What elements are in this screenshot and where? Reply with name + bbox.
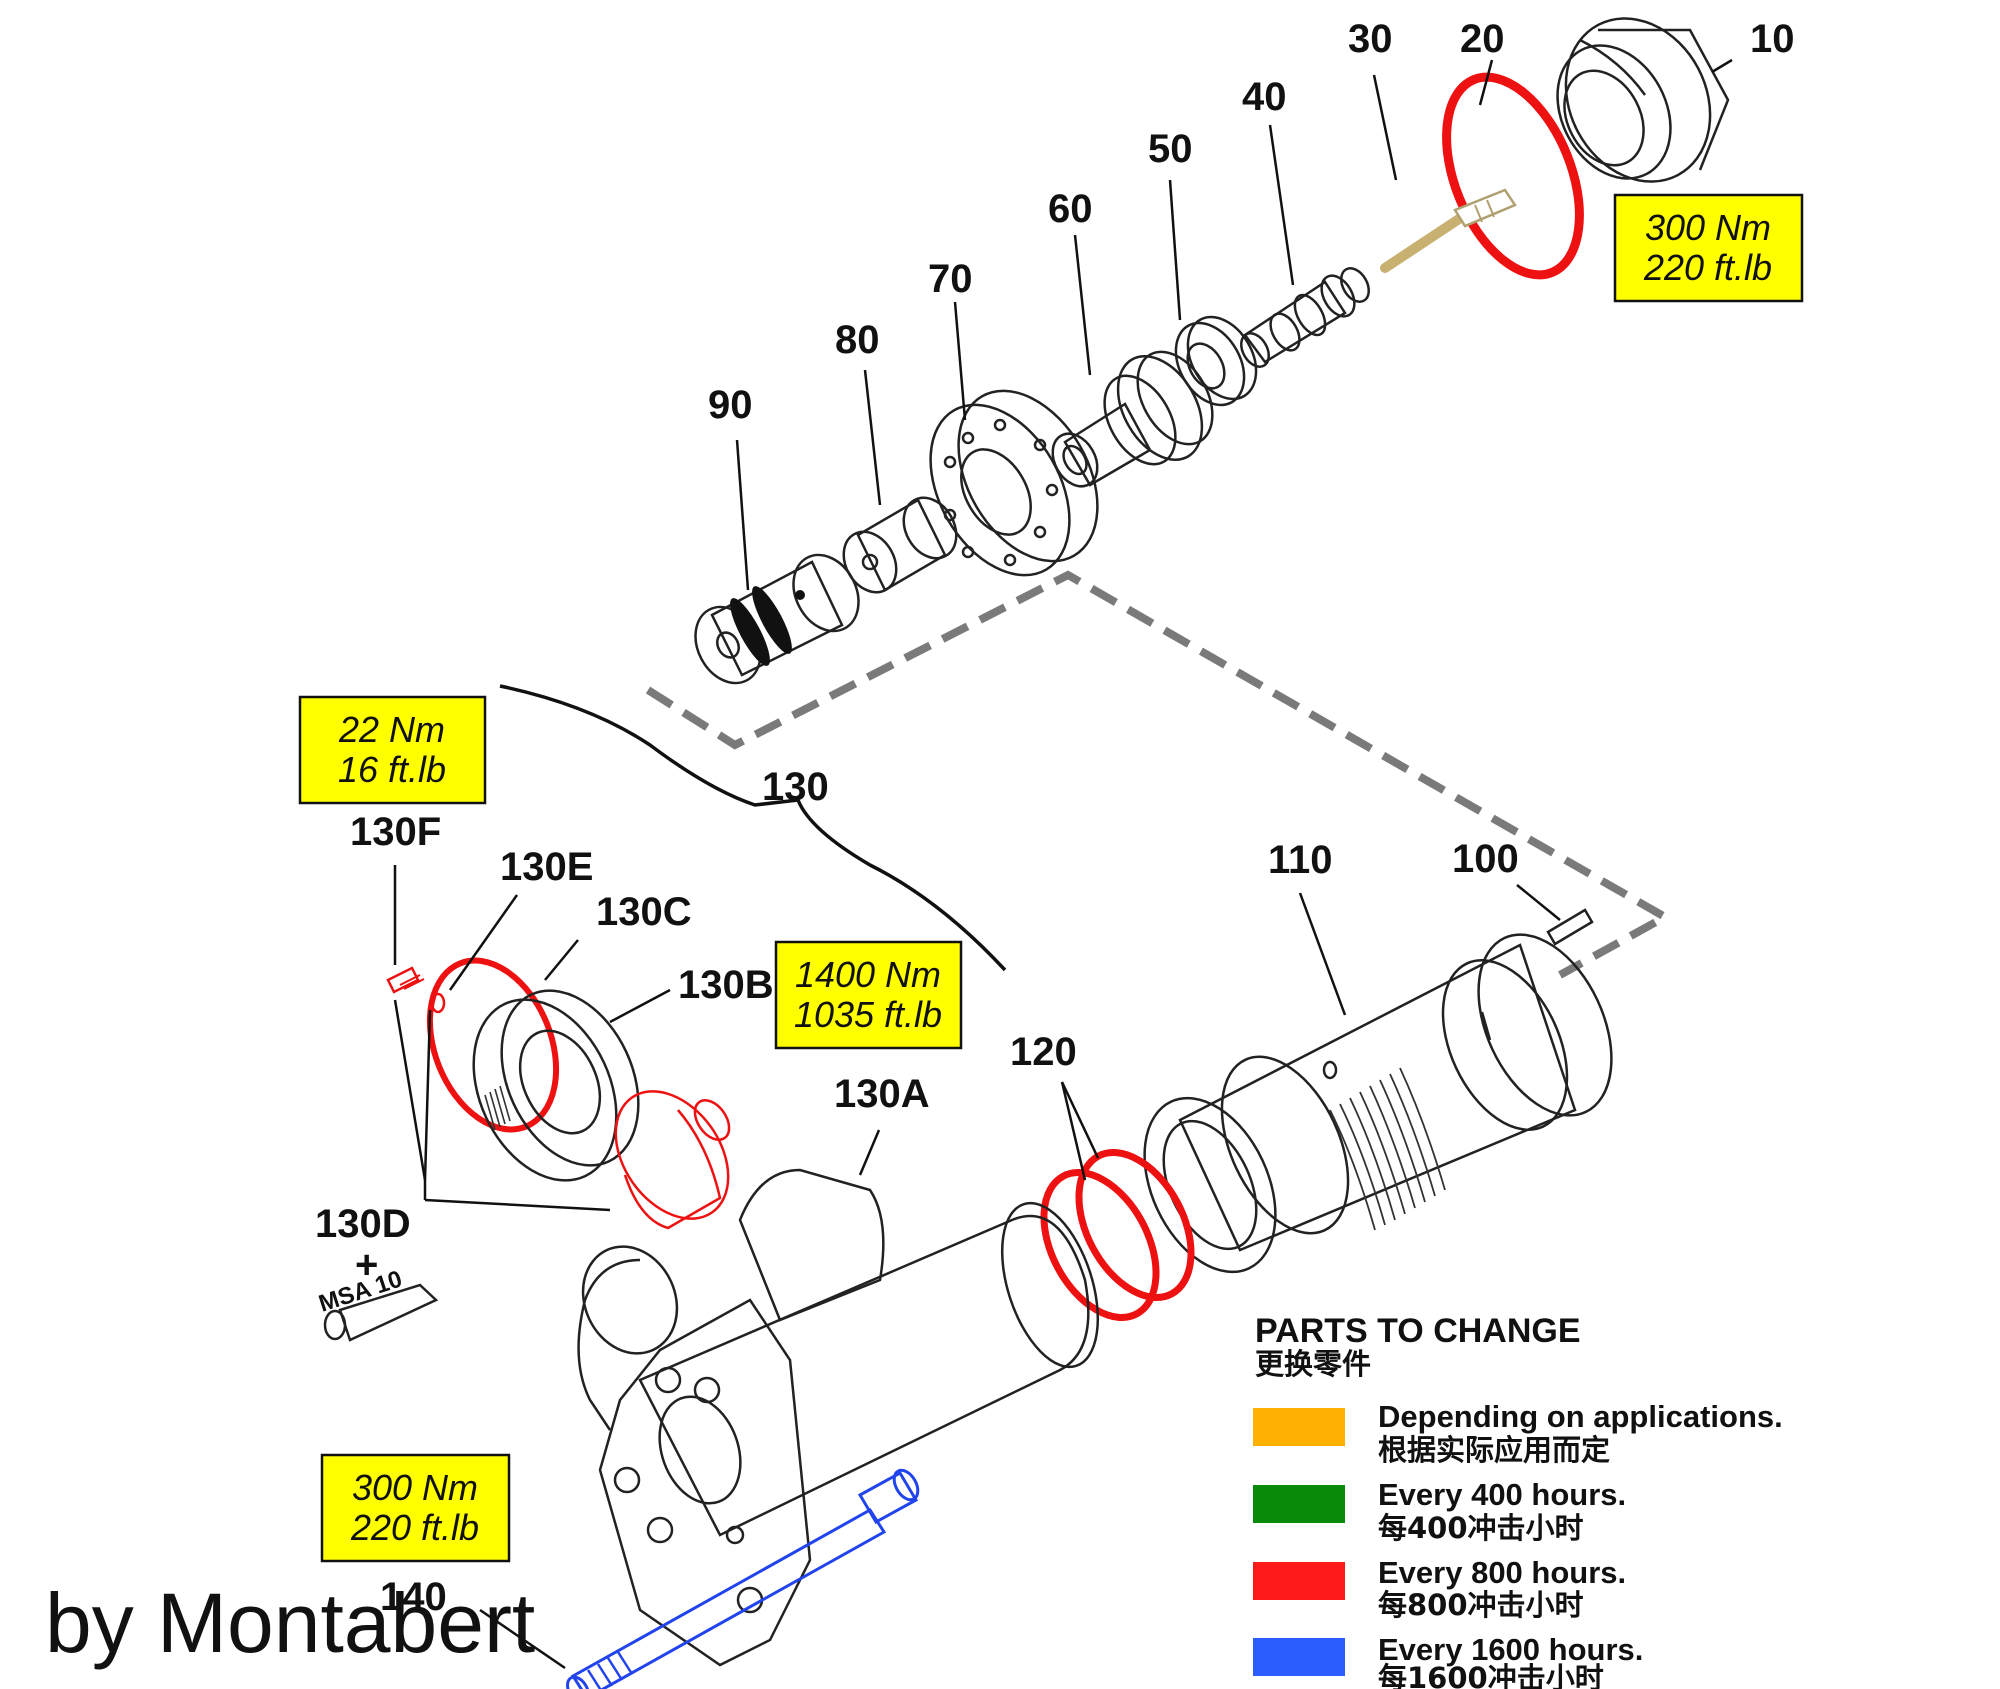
- part-50-washer: [1174, 315, 1258, 407]
- legend-item-3-zh: 每1600冲击小时: [1378, 1661, 1604, 1689]
- label-90: 90: [708, 383, 753, 427]
- legend-item-0-zh: 根据实际应用而定: [1378, 1433, 1610, 1467]
- legend-title-zh: 更换零件: [1255, 1347, 1371, 1381]
- part-60-sleeve: [1051, 350, 1214, 488]
- label-10: 10: [1750, 17, 1795, 61]
- part-140-bolt: [566, 1468, 920, 1689]
- label-140: 140: [380, 1575, 447, 1619]
- part-90-piston: [694, 553, 860, 685]
- legend-swatch-blue: [1253, 1638, 1345, 1676]
- label-130b: 130B: [678, 963, 774, 1007]
- torque-ftlb: 220 ft.lb: [350, 1507, 479, 1548]
- part-70-flange: [929, 389, 1099, 577]
- label-130f: 130F: [350, 810, 441, 854]
- label-130e: 130E: [500, 845, 593, 889]
- msa10-grease-tube-icon: [323, 1283, 439, 1342]
- torque-box-center: 1400 Nm 1035 ft.lb: [774, 940, 963, 1050]
- part-120-seals: [1040, 1149, 1195, 1321]
- torque-nm: 300 Nm: [352, 1467, 478, 1508]
- torque-nm: 300 Nm: [1645, 207, 1771, 248]
- label-80: 80: [835, 318, 880, 362]
- part-20-seal: [1442, 72, 1584, 280]
- torque-ftlb: 220 ft.lb: [1643, 247, 1772, 288]
- label-130: 130: [762, 765, 829, 809]
- torque-box-bottom: 300 Nm 220 ft.lb: [320, 1453, 511, 1563]
- label-50: 50: [1148, 127, 1193, 171]
- legend-item-2-en: Every 800 hours.: [1378, 1555, 1626, 1590]
- part-130c-oring: [426, 957, 560, 1133]
- label-70: 70: [928, 257, 973, 301]
- legend-item-2-zh: 每800冲击小时: [1378, 1588, 1584, 1622]
- signature-text: by Montabert: [45, 1576, 535, 1670]
- label-130d: 130D: [315, 1202, 411, 1246]
- assembly-dashed-frame: [645, 570, 1674, 979]
- legend-title-en: PARTS TO CHANGE: [1255, 1312, 1581, 1350]
- part-130b-plug: [472, 989, 640, 1182]
- legend-item-1-zh: 每400冲击小时: [1378, 1511, 1584, 1545]
- label-plus: +: [355, 1243, 378, 1287]
- part-40-spool: [1240, 267, 1370, 368]
- legend-item-0-en: Depending on applications.: [1378, 1399, 1783, 1434]
- label-130a: 130A: [834, 1072, 930, 1116]
- part-130d-cup: [614, 1090, 731, 1230]
- label-120: 120: [1010, 1030, 1077, 1074]
- legend-item-1-en: Every 400 hours.: [1378, 1477, 1626, 1512]
- label-30: 30: [1348, 17, 1393, 61]
- label-130c: 130C: [596, 890, 692, 934]
- part-30-rod: [1380, 188, 1517, 273]
- torque-box-top-right: 300 Nm 220 ft.lb: [1613, 193, 1804, 303]
- legend-swatch-orange: [1253, 1408, 1345, 1446]
- part-130a-housing: [577, 1168, 1100, 1667]
- part-110-liner: [1143, 933, 1613, 1274]
- part-130f-bolt: [386, 966, 425, 994]
- label-60: 60: [1048, 187, 1093, 231]
- legend-item-3-en: Every 1600 hours.: [1378, 1632, 1643, 1667]
- torque-nm: 1400 Nm: [795, 954, 941, 995]
- legend: PARTS TO CHANGE 更换零件 Depending on applic…: [1253, 1312, 1783, 1689]
- torque-box-left: 22 Nm 16 ft.lb: [298, 695, 487, 805]
- part-10-nut: [1556, 17, 1730, 183]
- leader-lines: [393, 58, 1733, 1670]
- legend-swatch-green: [1253, 1485, 1345, 1523]
- part-number-labels: 10 20 30 40 50 60 70 80 90 100 110 120 1…: [315, 17, 1795, 1619]
- label-20: 20: [1460, 17, 1505, 61]
- torque-ftlb: 16 ft.lb: [338, 749, 446, 790]
- label-40: 40: [1242, 75, 1287, 119]
- label-100: 100: [1452, 837, 1519, 881]
- part-100-pin: [1546, 908, 1594, 946]
- label-110: 110: [1268, 838, 1333, 882]
- torque-nm: 22 Nm: [338, 709, 445, 750]
- legend-swatch-red: [1253, 1562, 1345, 1600]
- part-80-cylinder: [842, 496, 958, 594]
- torque-ftlb: 1035 ft.lb: [794, 994, 942, 1035]
